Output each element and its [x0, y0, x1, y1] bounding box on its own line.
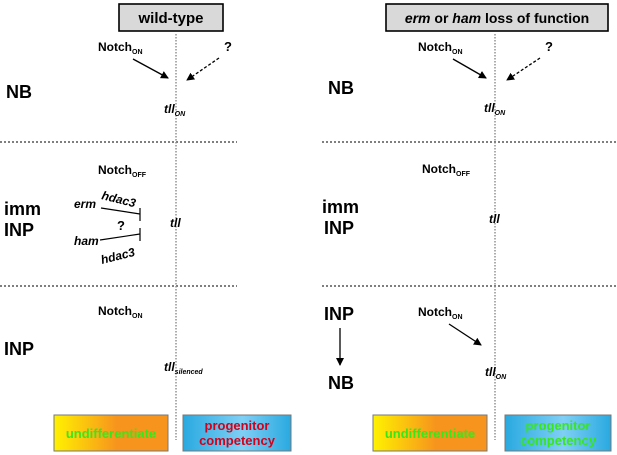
wt-ham-inhibit-line: [99, 233, 141, 241]
wildtype-title: wild-type: [137, 10, 203, 27]
wt-question-top: ?: [224, 39, 232, 54]
mt-notch-off: NotchOFF: [422, 162, 471, 178]
mutant-title-box: [385, 3, 609, 32]
wt-progenitor-label-2: competency: [199, 433, 276, 448]
mt-progenitor-label-1: progenitor: [526, 418, 591, 433]
mutant-title: erm or ham loss of function: [405, 10, 589, 26]
mt-notch-on-bottom: NotchON: [418, 305, 463, 321]
wt-unknown-dashed-arrow: [186, 57, 220, 81]
wt-progenitor-label-1: progenitor: [205, 418, 270, 433]
mt-progenitor-box: [504, 414, 612, 452]
wt-undifferentiate-label: undifferentiate: [66, 426, 156, 441]
mt-tll-on-bottom: tllON: [485, 365, 507, 381]
mt-notch-on-top: NotchON: [418, 40, 463, 56]
wt-undifferentiate-box: [53, 414, 169, 452]
mt-undifferentiate-box: [372, 414, 488, 452]
wt-ham: ham: [74, 234, 99, 248]
wt-notch-on-bottom: NotchON: [98, 304, 143, 320]
mt-nb-label: NB: [328, 78, 354, 98]
wt-imm-label: imm: [4, 199, 41, 219]
mt-progenitor-label-2: competency: [520, 433, 597, 448]
wt-inp-label-mid: INP: [4, 220, 34, 240]
mt-notch-bottom-arrow: [448, 323, 482, 346]
wt-notch-arrow: [132, 58, 169, 79]
mt-tll-mid: tll: [489, 212, 500, 226]
mt-inp-label-bottom: INP: [324, 304, 354, 324]
wt-question-mid: ?: [117, 218, 125, 233]
wt-tll-on: tllON: [164, 102, 186, 118]
wt-notch-on-top: NotchON: [98, 40, 143, 56]
mt-undifferentiate-label: undifferentiate: [385, 426, 475, 441]
mt-question-top: ?: [545, 39, 553, 54]
wildtype-panel: wild-type NotchON ? NB tllON NotchOFF im…: [4, 3, 292, 452]
wt-tll-silenced: tllsilenced: [164, 360, 203, 376]
mt-inp-label-mid: INP: [324, 218, 354, 238]
mutant-panel: erm or ham loss of function NotchON ? NB…: [322, 3, 612, 452]
wildtype-title-box: [118, 3, 224, 32]
wt-tll-mid: tll: [170, 216, 181, 230]
mt-notch-arrow: [452, 58, 487, 79]
wt-hdac3-bottom: hdac3: [99, 245, 136, 267]
mt-unknown-dashed-arrow: [506, 57, 541, 81]
wt-progenitor-box: [182, 414, 292, 452]
mt-tll-on: tllON: [484, 101, 506, 117]
wt-hdac3-top: hdac3: [100, 188, 137, 210]
wt-nb-label: NB: [6, 82, 32, 102]
mt-nb-label-bottom: NB: [328, 373, 354, 393]
wt-erm: erm: [74, 197, 96, 211]
wt-inp-label-bottom: INP: [4, 339, 34, 359]
wt-erm-inhibit-line: [100, 207, 141, 215]
mt-imm-label: imm: [322, 197, 359, 217]
wt-notch-off: NotchOFF: [98, 163, 147, 179]
